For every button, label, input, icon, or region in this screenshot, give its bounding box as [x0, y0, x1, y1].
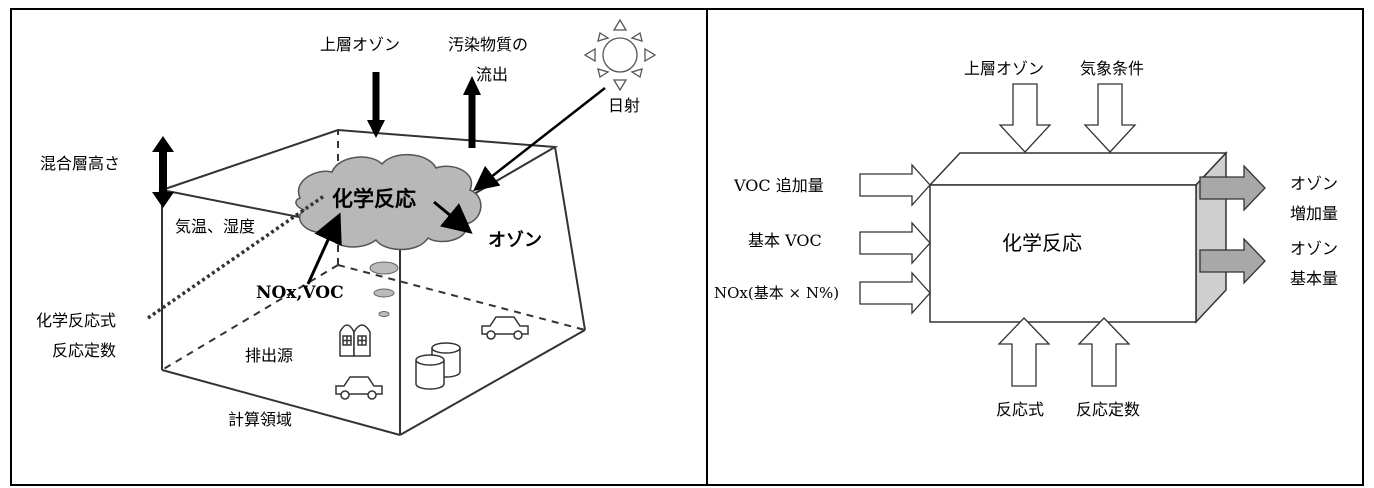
houses-icon	[339, 324, 371, 357]
label-upper-ozone: 上層オゾン	[320, 35, 400, 54]
base-voc-input-arrow	[859, 221, 931, 265]
label-chemical-reaction-right: 化学反応	[1002, 231, 1082, 255]
nox-input-arrow	[859, 271, 931, 315]
label-reaction-eq: 反応式	[996, 400, 1044, 419]
car-icon-2	[335, 376, 383, 400]
label-solar: 日射	[608, 96, 640, 115]
label-ozone-base-2: 基本量	[1290, 269, 1338, 288]
reaction-eq-input-arrow	[997, 317, 1051, 387]
reaction-box	[928, 151, 1228, 324]
label-mixing-height: 混合層高さ	[40, 154, 120, 173]
label-chemical-reaction: 化学反応	[332, 187, 416, 211]
label-ozone-increase-2: 増加量	[1290, 204, 1338, 223]
label-emission-source: 排出源	[245, 346, 293, 365]
upper-ozone-input-arrow	[998, 83, 1052, 153]
voc-added-input-arrow	[859, 163, 931, 207]
label-rate-constant: 反応定数	[52, 341, 116, 360]
reaction-const-input-arrow	[1077, 317, 1131, 387]
label-nox-voc: NOx,VOC	[256, 283, 344, 303]
label-ozone-increase: オゾン	[1290, 174, 1338, 193]
label-calc-domain: 計算領域	[228, 410, 292, 429]
ozone-increase-output-arrow	[1199, 164, 1266, 212]
label-reaction-const: 反応定数	[1076, 400, 1140, 419]
label-equation: 化学反応式	[36, 311, 116, 330]
right-panel	[706, 8, 1364, 486]
ozone-arrow	[433, 200, 473, 234]
calc-box	[158, 128, 586, 436]
label-upper-ozone-right: 上層オゾン	[964, 59, 1044, 78]
solar-arrow	[473, 87, 606, 192]
label-ozone: オゾン	[488, 230, 542, 251]
label-voc-added: VOC 追加量	[733, 176, 824, 195]
emission-plume	[369, 261, 399, 317]
car-icon	[481, 316, 529, 340]
label-base-voc: 基本 VOC	[748, 231, 822, 250]
sun-icon	[583, 18, 657, 92]
nox-voc-arrow	[306, 212, 342, 285]
label-ozone-base: オゾン	[1290, 239, 1338, 258]
label-pollutant-outflow: 汚染物質の	[448, 35, 528, 54]
label-temp-humidity: 気温、湿度	[175, 217, 255, 236]
label-weather: 気象条件	[1080, 59, 1144, 78]
tanks-icon	[415, 342, 461, 390]
weather-input-arrow	[1083, 83, 1137, 153]
ozone-base-output-arrow	[1199, 237, 1266, 285]
label-nox-right: NOx(基本 × N%)	[714, 284, 839, 302]
label-pollutant-outflow-2: 流出	[476, 65, 508, 84]
